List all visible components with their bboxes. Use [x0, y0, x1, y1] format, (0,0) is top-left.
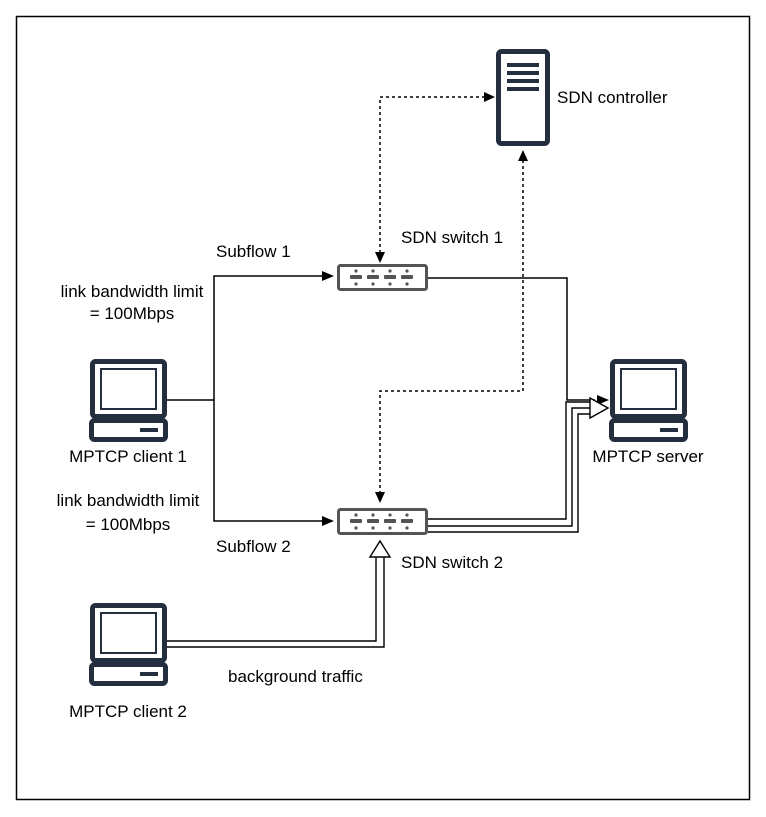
switch2-to-server-link	[428, 401, 590, 533]
server-rack-icon[interactable]	[496, 49, 550, 146]
control-arrow-to-controller	[484, 92, 495, 102]
switch1-to-server-arrow	[597, 395, 609, 405]
client-1-label: MPTCP client 1	[69, 447, 187, 466]
bandwidth-limit-top-line2: = 100Mbps	[89, 304, 175, 323]
switch1-to-server-link	[428, 277, 595, 401]
client-2-label: MPTCP client 2	[69, 702, 187, 721]
bandwidth-limit-bottom-line1: link bandwidth limit	[56, 491, 200, 510]
subflow-2-label: Subflow 2	[216, 537, 291, 556]
diagram-frame	[15, 15, 751, 801]
control-arrow-up-controller	[518, 150, 528, 161]
desktop-computer-icon[interactable]	[89, 359, 168, 442]
control-arrow-to-switch1	[375, 252, 385, 263]
server-label: MPTCP server	[592, 447, 704, 466]
subflow-1-arrow	[322, 271, 334, 281]
network-switch-icon[interactable]	[337, 508, 428, 535]
background-traffic-link	[167, 556, 385, 648]
bandwidth-limit-top-line1: link bandwidth limit	[60, 282, 204, 301]
subflow-1-label: Subflow 1	[216, 242, 291, 261]
bandwidth-limit-bottom-line2: = 100Mbps	[85, 515, 171, 534]
sdn-controller-label: SDN controller	[557, 88, 668, 107]
background-traffic-label: background traffic	[228, 667, 363, 686]
sdn-switch-2-label: SDN switch 2	[401, 553, 504, 572]
background-traffic-hollow-arrow	[368, 539, 392, 558]
sdn-switch-1-label: SDN switch 1	[401, 228, 504, 247]
subflow-2-link	[213, 400, 322, 522]
control-arrow-to-switch2	[375, 492, 385, 503]
subflow-1-link	[167, 275, 322, 401]
switch2-to-server-hollow-arrow	[589, 396, 610, 420]
control-link-switch1	[379, 96, 484, 253]
subflow-2-arrow	[322, 516, 334, 526]
desktop-computer-icon[interactable]	[609, 359, 688, 442]
network-switch-icon[interactable]	[337, 264, 428, 291]
control-link-switch2	[379, 160, 524, 492]
desktop-computer-icon[interactable]	[89, 603, 168, 686]
